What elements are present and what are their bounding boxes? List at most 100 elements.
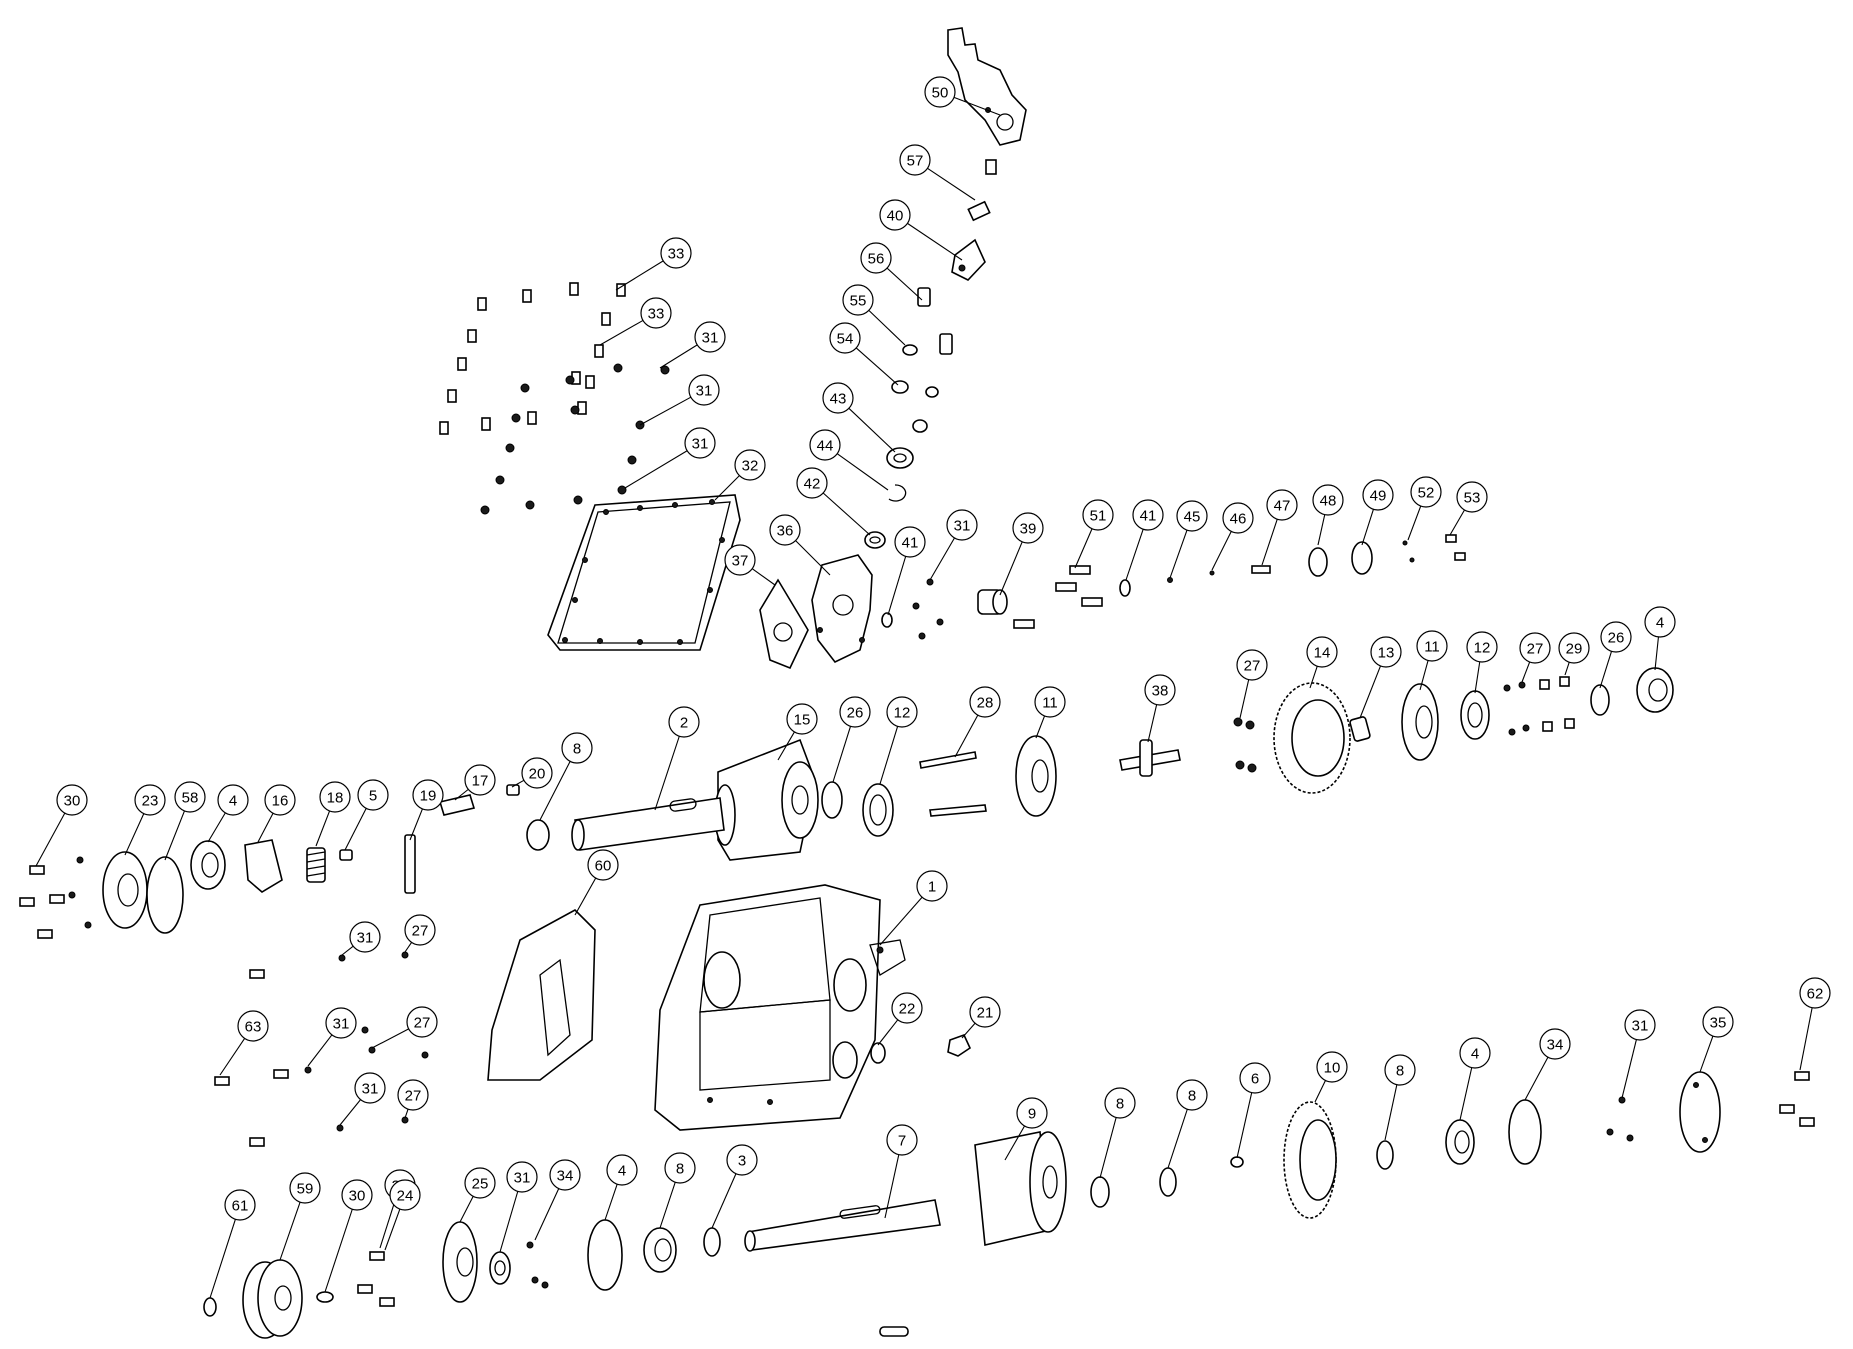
callout-balloon	[217, 784, 249, 816]
callout-6: 6	[1236, 1062, 1271, 1159]
callout-balloon	[886, 696, 918, 728]
callout-leader-line	[379, 1199, 396, 1249]
cover-bolts-cluster	[439, 282, 670, 515]
callout-leader-line	[714, 475, 740, 501]
callout-26: 26	[1599, 621, 1632, 689]
callout-22: 22	[877, 992, 923, 1046]
callout-balloon	[1456, 481, 1488, 513]
callout-balloon	[325, 1007, 357, 1039]
part-shift-lever	[947, 27, 1027, 146]
callout-41: 41	[887, 526, 926, 616]
callout-58: 58	[164, 781, 206, 861]
callout-3: 3	[711, 1144, 758, 1229]
part-bearing-4c	[1445, 1119, 1475, 1165]
callout-number: 41	[902, 535, 919, 552]
callout-number: 49	[1370, 488, 1387, 505]
callout-29: 29	[1558, 632, 1590, 676]
callout-balloon	[406, 1006, 438, 1038]
callout-balloon	[1519, 632, 1551, 664]
part-input-shaft	[571, 797, 725, 851]
callout-balloon	[397, 1079, 429, 1111]
callout-11: 11	[1416, 630, 1448, 691]
callout-leader-line	[1317, 514, 1326, 546]
callout-leader-line	[953, 96, 1001, 116]
callout-balloon	[796, 467, 828, 499]
callout-balloon	[1239, 1062, 1271, 1094]
callout-leader-line	[1361, 509, 1374, 546]
callout-balloon	[640, 297, 672, 329]
callout-27: 27	[1519, 632, 1551, 683]
callout-leader-line	[1236, 1092, 1253, 1159]
callout-balloon	[561, 732, 593, 764]
part-spacer-26b	[1590, 684, 1610, 716]
callout-44: 44	[809, 429, 889, 491]
callout-leader-line	[848, 407, 896, 453]
part-bearing-12b	[1460, 690, 1490, 740]
part-pins-28	[919, 751, 987, 817]
callout-balloon	[1416, 630, 1448, 662]
callout-balloon	[822, 382, 854, 414]
callout-number: 8	[1396, 1063, 1404, 1080]
callout-number: 5	[369, 788, 377, 805]
callout-37: 37	[724, 544, 776, 586]
callout-balloon	[694, 321, 726, 353]
callout-leader-line	[219, 1038, 246, 1076]
callout-leader-line	[511, 779, 525, 788]
callout-leader-line	[459, 1196, 474, 1223]
callout-leader-line	[164, 810, 185, 861]
part-oring-42	[864, 531, 886, 549]
callout-number: 60	[595, 858, 612, 875]
callout-number: 1	[928, 879, 936, 896]
callout-balloon	[969, 996, 1001, 1028]
callout-balloon	[946, 509, 978, 541]
callout-balloon	[1176, 1079, 1208, 1111]
callout-balloon	[174, 781, 206, 813]
callout-leader-line	[1384, 1084, 1398, 1141]
callout-leader-line	[639, 396, 692, 426]
callout-balloon	[969, 686, 1001, 718]
callout-balloon	[1410, 476, 1442, 508]
callout-balloon	[1624, 1009, 1656, 1041]
callout-leader-line	[257, 813, 274, 843]
callout-balloon	[1222, 502, 1254, 534]
callout-40: 40	[879, 199, 963, 261]
part-ring-62	[203, 1297, 217, 1317]
callout-balloon	[688, 374, 720, 406]
callout-56: 56	[860, 242, 923, 301]
part-ring-8a	[703, 1227, 721, 1257]
callout-balloon	[1016, 1097, 1048, 1129]
part-washer-55	[902, 344, 918, 356]
callout-leader-line	[1459, 1067, 1473, 1121]
callout-balloon	[726, 1144, 758, 1176]
callout-leader-line	[832, 726, 852, 783]
part-shift-fork-40	[951, 238, 986, 281]
callout-31: 31	[624, 427, 716, 489]
callout-balloon	[894, 526, 926, 558]
callout-47: 47	[1261, 489, 1298, 566]
callout-number: 8	[676, 1161, 684, 1178]
callout-number: 11	[1042, 695, 1058, 712]
callout-leader-line	[1521, 661, 1531, 683]
callout-9: 9	[1004, 1097, 1048, 1161]
callout-number: 42	[804, 476, 821, 493]
callout-12: 12	[879, 696, 918, 785]
callout-balloon	[842, 284, 874, 316]
callout-balloon	[668, 706, 700, 738]
callout-20: 20	[511, 757, 553, 789]
callout-number: 6	[1251, 1071, 1259, 1088]
callout-33: 33	[615, 237, 692, 291]
callout-48: 48	[1312, 484, 1344, 546]
callout-leader-line	[324, 1209, 353, 1293]
callout-balloon	[1082, 499, 1114, 531]
callout-31: 31	[659, 321, 726, 369]
callout-number: 20	[529, 766, 546, 783]
callout-number: 46	[1230, 511, 1247, 528]
callout-number: 38	[1152, 683, 1169, 700]
callout-leader-line	[887, 556, 907, 616]
callout-leader-line	[907, 222, 963, 261]
callout-25: 25	[459, 1167, 496, 1223]
callout-balloon	[1466, 631, 1498, 663]
callout-leader-line	[795, 540, 831, 576]
callout-number: 18	[327, 790, 344, 807]
